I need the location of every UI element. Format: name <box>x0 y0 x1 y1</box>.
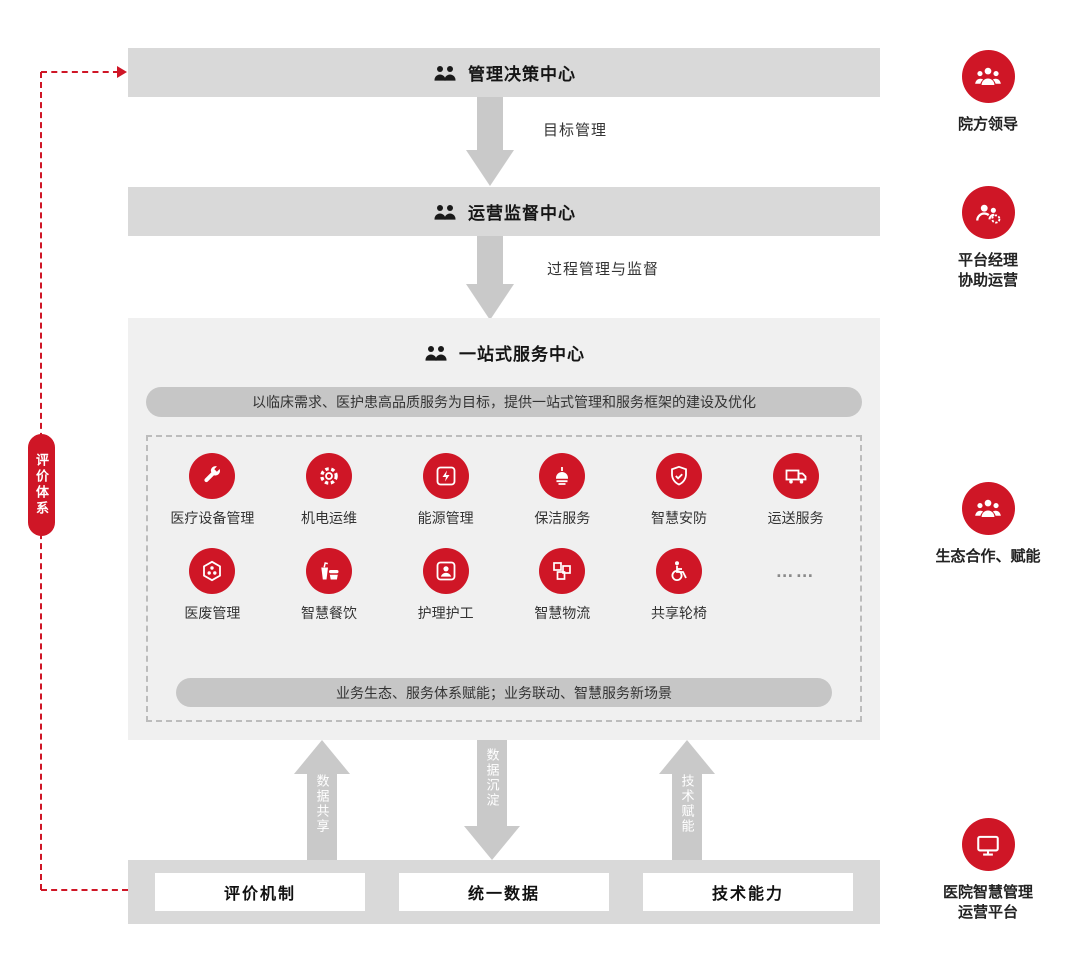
service-item: 能源管理 <box>387 453 504 528</box>
gear-icon <box>305 453 352 499</box>
evaluation-system-badge: 评价体系 <box>28 434 55 536</box>
data-deposit-label: 数据沉淀 <box>484 748 500 808</box>
ecosystem-cooperation-label: 生态合作、赋能 <box>935 548 1041 565</box>
services-dashed-box: 医疗设备管理 机电运维 能源管理 <box>146 435 862 722</box>
service-label: 护理护工 <box>417 605 474 621</box>
service-item: 共享轮椅 <box>621 548 738 623</box>
ecosystem-cooperation-item: 生态合作、赋能 <box>908 482 1068 567</box>
smart-platform-label: 医院智慧管理 运营平台 <box>943 883 1033 923</box>
data-deposit-arrow: 数据沉淀 <box>464 740 520 860</box>
goal-statement-pill: 以临床需求、医护患高品质服务为目标，提供一站式管理和服务框架的建设及优化 <box>146 387 862 417</box>
arrow-body <box>307 773 337 860</box>
feedback-line-top <box>41 71 119 73</box>
process-management-label: 过程管理与监督 <box>547 261 660 278</box>
data-sharing-arrow: 数据共享 <box>294 740 350 860</box>
data-sharing-label: 数据共享 <box>314 774 330 834</box>
service-item: 运送服务 <box>737 453 854 528</box>
people-group-icon <box>432 202 458 222</box>
dining-icon <box>305 548 352 594</box>
services-grid: 医疗设备管理 机电运维 能源管理 <box>148 437 860 623</box>
cleaning-brush-icon <box>539 453 586 499</box>
management-decision-center-bar: 管理决策中心 <box>128 48 880 97</box>
smart-platform-item: 医院智慧管理 运营平台 <box>908 818 1068 923</box>
wrench-icon <box>189 453 236 499</box>
panel-title: 一站式服务中心 <box>459 345 585 364</box>
platform-manager-line1: 平台经理 <box>957 252 1018 269</box>
flow-arrow-1-head <box>466 150 514 186</box>
unified-data-box: 统一数据 <box>399 873 609 911</box>
arrow-body <box>477 740 507 827</box>
energy-icon <box>422 453 469 499</box>
nurse-icon <box>422 548 469 594</box>
platform-manager-item: 平台经理 协助运营 <box>908 186 1068 291</box>
service-item: 医疗设备管理 <box>154 453 271 528</box>
arrow-body <box>672 773 702 860</box>
feedback-arrowhead-icon <box>117 66 127 78</box>
service-label: 医疗设备管理 <box>170 510 255 526</box>
shield-check-icon <box>655 453 702 499</box>
medical-waste-icon <box>189 548 236 594</box>
service-item: 护理护工 <box>387 548 504 623</box>
evaluation-mechanism-box: 评价机制 <box>155 873 365 911</box>
flow-arrow-2-body <box>477 236 503 286</box>
service-item: 医废管理 <box>154 548 271 623</box>
arrow-up-head <box>659 740 715 774</box>
arrow-up-head <box>294 740 350 774</box>
operation-supervision-center-bar: 运营监督中心 <box>128 187 880 236</box>
goal-management-label: 目标管理 <box>543 122 608 139</box>
platform-manager-label: 平台经理 协助运营 <box>958 251 1018 291</box>
service-item: 智慧物流 <box>504 548 621 623</box>
monitor-icon <box>961 818 1015 871</box>
bar-title: 管理决策中心 <box>468 65 576 84</box>
flow-arrow-2-head <box>466 284 514 320</box>
arrow-down-head <box>464 826 520 860</box>
feedback-line-bottom <box>41 889 128 891</box>
truck-icon <box>772 453 819 499</box>
platform-manager-line2: 协助运营 <box>957 272 1018 289</box>
one-stop-service-center-panel: 一站式服务中心 以临床需求、医护患高品质服务为目标，提供一站式管理和服务框架的建… <box>128 318 880 740</box>
service-item: 机电运维 <box>271 453 388 528</box>
evaluation-system-label: 评价体系 <box>34 453 49 517</box>
flow-arrow-1-body <box>477 97 503 150</box>
leaders-people-icon <box>961 50 1015 103</box>
panel-title-row: 一站式服务中心 <box>128 340 880 365</box>
service-label: 共享轮椅 <box>650 605 707 621</box>
foundation-bar: 评价机制 统一数据 技术能力 <box>128 860 880 924</box>
people-group-icon <box>423 343 449 363</box>
ecosystem-people-icon <box>961 482 1015 535</box>
service-label: 智慧餐饮 <box>300 605 357 621</box>
service-label: 保洁服务 <box>534 510 591 526</box>
service-label: 医废管理 <box>184 605 241 621</box>
service-label: 机电运维 <box>300 510 357 526</box>
services-more-ellipsis: …… <box>775 560 816 581</box>
hospital-leadership-label: 院方领导 <box>957 116 1018 133</box>
service-item: 智慧安防 <box>621 453 738 528</box>
bar-title: 运营监督中心 <box>468 204 576 223</box>
logistics-boxes-icon <box>539 548 586 594</box>
service-label: 智慧安防 <box>650 510 707 526</box>
smart-platform-line2: 运营平台 <box>957 904 1018 921</box>
service-item: 保洁服务 <box>504 453 621 528</box>
service-item: 智慧餐饮 <box>271 548 388 623</box>
service-label: 智慧物流 <box>534 605 591 621</box>
ecosystem-statement-pill: 业务生态、服务体系赋能；业务联动、智慧服务新场景 <box>176 678 832 707</box>
service-label: 能源管理 <box>417 510 474 526</box>
tech-empowerment-arrow: 技术赋能 <box>659 740 715 860</box>
technical-capability-box: 技术能力 <box>643 873 853 911</box>
manager-person-gear-icon <box>961 186 1015 239</box>
hospital-leadership-item: 院方领导 <box>908 50 1068 135</box>
service-label: 运送服务 <box>767 510 824 526</box>
tech-empowerment-label: 技术赋能 <box>679 774 695 834</box>
wheelchair-icon <box>655 548 702 594</box>
smart-platform-line1: 医院智慧管理 <box>942 884 1033 901</box>
people-group-icon <box>432 63 458 83</box>
